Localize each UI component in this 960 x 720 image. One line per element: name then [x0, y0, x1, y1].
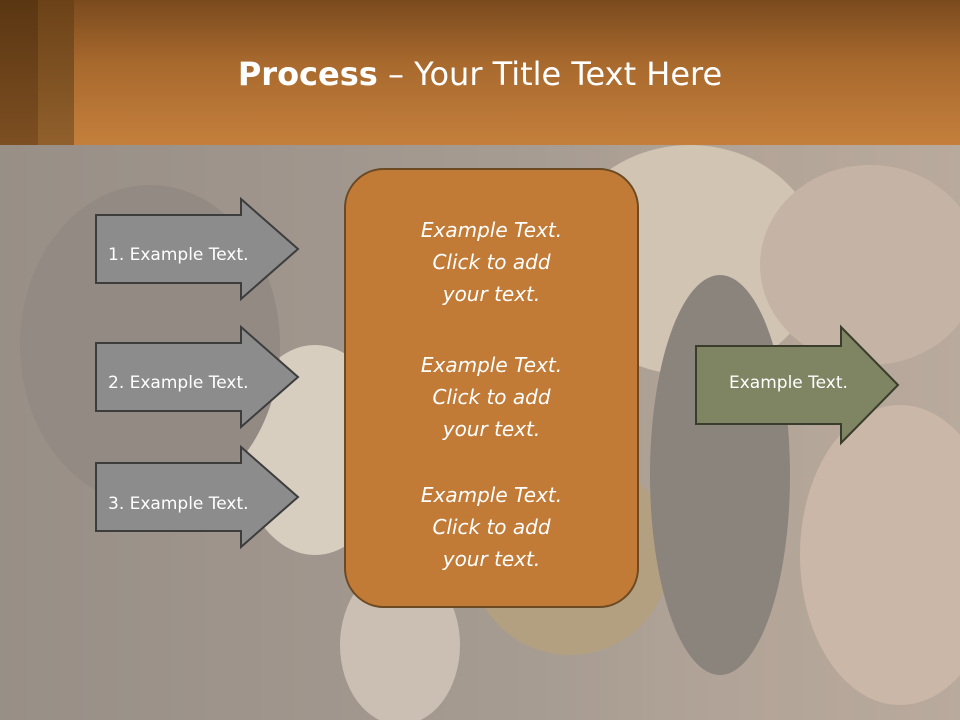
center-item-line: Example Text.	[420, 218, 563, 242]
center-item-line: your text.	[442, 417, 541, 441]
right-arrow-label: Example Text.	[729, 373, 848, 393]
center-item-1: Example Text. Click to add your text.	[346, 214, 637, 310]
slide-title[interactable]: Process – Your Title Text Here	[0, 52, 960, 96]
left-arrow-3[interactable]	[95, 444, 300, 550]
left-arrow-2-label: 2. Example Text.	[108, 373, 249, 393]
header-band: Process – Your Title Text Here	[0, 0, 960, 145]
center-text-box[interactable]: Example Text. Click to add your text. Ex…	[344, 168, 639, 608]
title-rest-part: – Your Title Text Here	[377, 55, 723, 93]
left-arrow-3-label: 3. Example Text.	[108, 494, 249, 514]
center-item-line: Example Text.	[420, 483, 563, 507]
right-arrow[interactable]	[695, 324, 900, 446]
center-item-line: Click to add	[432, 250, 551, 274]
title-bold-part: Process	[237, 55, 378, 93]
center-item-3: Example Text. Click to add your text.	[346, 479, 637, 575]
center-item-line: Click to add	[432, 385, 551, 409]
left-arrow-1-label: 1. Example Text.	[108, 245, 249, 265]
left-arrow-2[interactable]	[95, 324, 300, 430]
center-item-line: your text.	[442, 547, 541, 571]
center-item-2: Example Text. Click to add your text.	[346, 349, 637, 445]
center-item-line: your text.	[442, 282, 541, 306]
center-item-line: Click to add	[432, 515, 551, 539]
header-accent-stripe	[0, 0, 38, 145]
header-accent-stripe	[38, 0, 74, 145]
left-arrow-1[interactable]	[95, 196, 300, 302]
center-item-line: Example Text.	[420, 353, 563, 377]
